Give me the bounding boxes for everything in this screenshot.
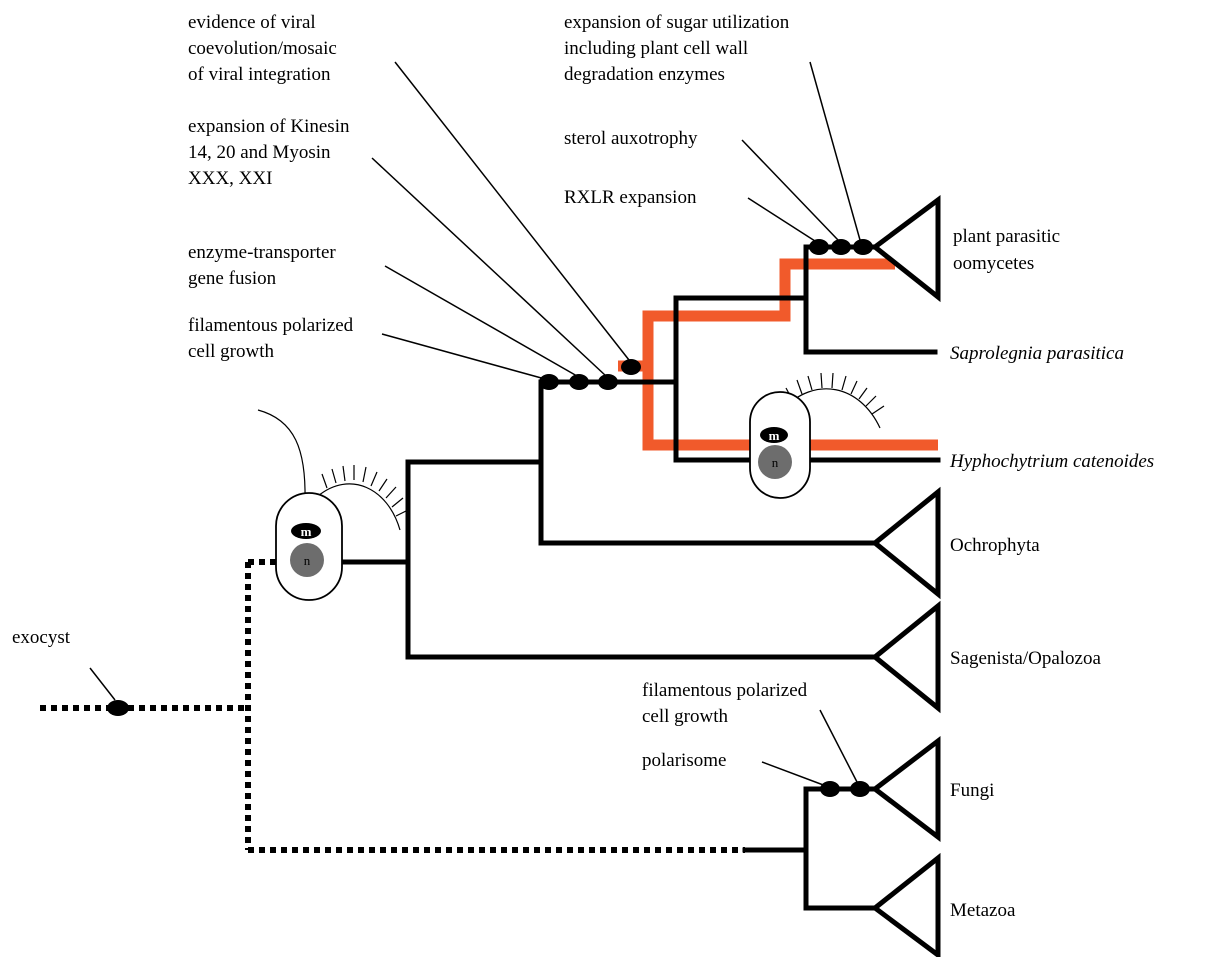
tree-branches — [342, 244, 941, 911]
annotation-filamentous-growth: filamentous polarized cell growth — [188, 315, 358, 362]
clade-sagenista — [871, 600, 941, 714]
svg-text:m: m — [301, 524, 312, 539]
taxon-label-fungi: Fungi — [950, 780, 994, 801]
taxon-label-plant-parasitic: plant parasitic — [953, 226, 1060, 247]
nucleus-icon — [290, 543, 324, 577]
hairy-flagellum — [317, 483, 401, 531]
taxon-label-hyphochytrium: Hyphochytrium catenoides — [949, 451, 1154, 472]
annotation-viral-evolution: evidence of viral coevolution/mosaic of … — [188, 12, 342, 85]
annotation-sugar-utilization: expansion of sugar utilization including… — [564, 12, 794, 85]
annotation-exocyst: exocyst — [12, 627, 71, 648]
stramenopile-cell-illustration: m n — [257, 409, 409, 601]
event-dot-kinesin — [598, 374, 618, 390]
annotation-filamentous-growth-fungi: filamentous polarized cell growth — [642, 680, 812, 727]
svg-text:m: m — [769, 428, 780, 443]
event-dot-enzyme-fusion — [569, 374, 589, 390]
event-dot-filamentous — [539, 374, 559, 390]
mitochondrion-icon — [760, 427, 788, 443]
event-dot-sugar — [853, 239, 873, 255]
annotation-rxlr-expansion: RXLR expansion — [564, 187, 697, 208]
annotation-leaders — [89, 61, 861, 787]
taxon-label-ochrophyta: Ochrophyta — [950, 535, 1040, 556]
event-dot-rxlr — [809, 239, 829, 255]
event-dot-polarisome — [820, 781, 840, 797]
mastigoneme-hairs — [785, 372, 885, 415]
clade-plant-parasitic-oomycetes — [870, 195, 941, 303]
annotation-polarisome: polarisome — [642, 750, 726, 771]
clade-metazoa — [870, 852, 941, 957]
event-dot-exocyst — [107, 700, 129, 716]
taxon-label-sagenista: Sagenista/Opalozoa — [950, 648, 1101, 669]
svg-text:n: n — [304, 553, 311, 568]
nucleus-icon — [758, 445, 792, 479]
event-dot-filamentous-fungi — [850, 781, 870, 797]
svg-text:n: n — [772, 455, 779, 470]
annotation-enzyme-fusion: enzyme-transporter gene fusion — [188, 242, 340, 289]
highlight-oomycete-lineage — [642, 258, 895, 366]
clade-fungi — [870, 735, 941, 843]
taxon-label-oomycetes: oomycetes — [953, 253, 1034, 274]
hyphochytrium-cell-illustration: m n — [749, 372, 885, 499]
mastigoneme-hairs — [321, 465, 409, 517]
taxon-label-saprolegnia: Saprolegnia parasitica — [950, 343, 1124, 364]
taxon-label-metazoa: Metazoa — [950, 900, 1016, 921]
smooth-flagellum — [257, 409, 306, 501]
clade-ochrophyta — [871, 486, 941, 600]
event-markers — [107, 239, 873, 797]
event-dot-viral — [621, 359, 641, 375]
annotation-kinesin-expansion: expansion of Kinesin 14, 20 and Myosin X… — [188, 116, 354, 189]
mitochondrion-icon — [291, 523, 321, 539]
event-dot-sterol — [831, 239, 851, 255]
annotation-sterol-auxotrophy: sterol auxotrophy — [564, 128, 698, 149]
